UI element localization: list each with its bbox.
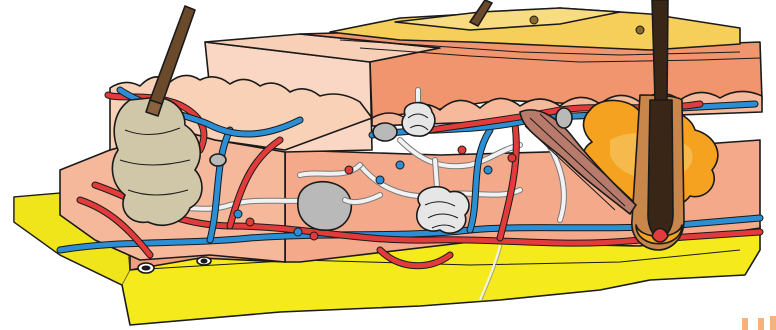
touch-receptor (210, 154, 226, 166)
touch-receptor (556, 108, 572, 128)
touch-receptor (373, 123, 397, 141)
corner-mark (742, 316, 776, 330)
hair-shaft-right-icon (652, 0, 668, 100)
